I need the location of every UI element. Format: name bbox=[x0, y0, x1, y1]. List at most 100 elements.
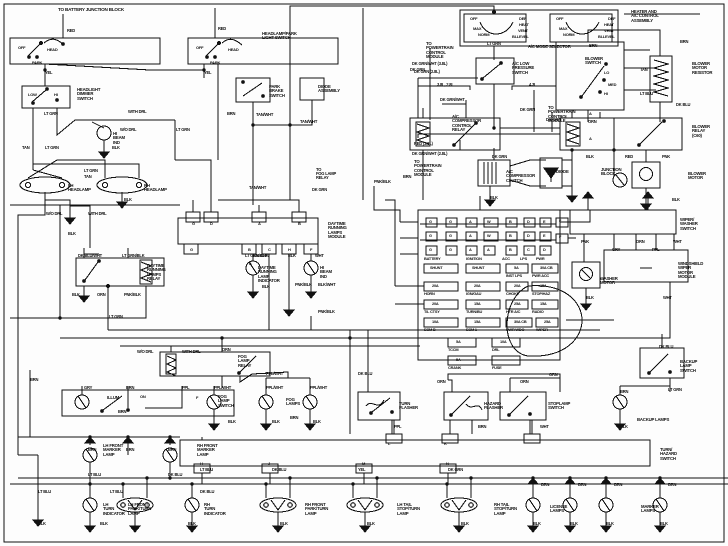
fuse-rating-ecm-1: 15A bbox=[474, 318, 481, 324]
relay-cell-1-1: G bbox=[449, 232, 452, 238]
terminal-g: G bbox=[190, 247, 193, 252]
switch-position-park: PARK bbox=[210, 60, 221, 65]
switch-position-vent: VENT bbox=[518, 28, 528, 33]
wire-label-lt-grn: LT GRN bbox=[668, 387, 682, 392]
junction-dots bbox=[43, 68, 662, 486]
wire-label-brn: BRN bbox=[403, 174, 412, 179]
component-label-a-c-mode-selector: A/C MODE SELECTOR bbox=[528, 44, 571, 49]
fuse-circuit-battery: BATTERY bbox=[424, 256, 441, 261]
component-label-backup-lamp-switch: BACKUP LAMP SWITCH bbox=[680, 359, 698, 373]
switch-position-lo: LO bbox=[604, 70, 610, 75]
component-label-to-powertrain-control-module: TO POWERTRAIN CONTROL MODULE bbox=[548, 105, 576, 124]
fuse-rating-pwr-acc: 30A CB bbox=[540, 264, 553, 270]
fuse-name-wiper: WIPER bbox=[536, 327, 548, 332]
component-label-backup-lamps: BACKUP LAMPS bbox=[637, 417, 670, 422]
wire-label-dk-blu: DK BLU bbox=[659, 344, 674, 349]
component-label-rh-front-park-turn-lamp: RH FRONT PARK/TURN LAMP bbox=[305, 502, 329, 516]
wire-label-lt-blu: LT BLU bbox=[88, 472, 102, 477]
wire-label-dk-grn-wht-2-8l: DK GRN/WHT (2.8L) bbox=[412, 151, 448, 156]
fuse-name-horn: HORN bbox=[424, 291, 435, 296]
wire-label-blk: BLK bbox=[272, 419, 280, 424]
component-label-heater-and-a-c-control-assembly: HEATER AND A/C CONTROL ASSEMBLY bbox=[631, 9, 659, 23]
terminal-c: C bbox=[268, 247, 271, 252]
fuse-name-htr-a-c: HTR A/C bbox=[506, 309, 521, 314]
wire-label-yel: YEL bbox=[204, 70, 212, 75]
wire-label-blk: BLK bbox=[461, 521, 469, 526]
relay-cell-2-1: G bbox=[449, 246, 452, 252]
wire-label-dk-blu: DK BLU bbox=[358, 371, 373, 376]
wire-label-ppl-wht: PPL/WHT bbox=[214, 385, 232, 390]
wire-label-brn: BRN bbox=[620, 389, 629, 394]
wire-label-lt-grn-blk: LT GRN/BLK bbox=[122, 253, 145, 258]
wire-label-blk: BLK bbox=[313, 419, 321, 424]
wire-label-gry: GRY bbox=[612, 247, 621, 252]
fuse-circuit-acc: ACC bbox=[502, 256, 510, 261]
component-label-windshield-wiper-motor-module: WINDSHIELD WIPER MOTOR MODULE bbox=[678, 261, 704, 280]
fuse-circuit-pwr: PWR bbox=[536, 256, 545, 261]
component-label-headlight-dimmer-switch: HEADLIGHT DIMMER SWITCH bbox=[77, 87, 101, 101]
wire-label-ppl: PPL bbox=[182, 385, 190, 390]
fuse-name-ign-gau: IGN/GAU bbox=[466, 291, 482, 296]
relay-cell-2-6: D bbox=[543, 246, 546, 252]
wire-label-blk: BLK bbox=[72, 292, 80, 297]
wire-label-orn: ORN bbox=[520, 379, 529, 384]
component-label-a-c-compressor-clutch: A/C COMPRESSOR CLUTCH bbox=[506, 169, 536, 183]
wire-label-pnk-blk: PNK/BLK bbox=[295, 282, 312, 287]
relay-cell-0-6: E bbox=[543, 218, 546, 224]
wire-label-blk: BLK bbox=[288, 253, 296, 258]
relay-cell-0-0: G bbox=[429, 218, 432, 224]
wire-label-blk: BLK bbox=[124, 197, 132, 202]
wire-label-red: RED bbox=[218, 26, 227, 31]
wire-label-blk: BLK bbox=[570, 521, 578, 526]
switch-position-hi: HI bbox=[604, 91, 608, 96]
wire-label-tan-wht: TAN/WHT bbox=[249, 185, 267, 190]
wire-label-orn: ORN bbox=[222, 347, 231, 352]
component-label-a-c-compressor-control-relay: A/C COMPRESSOR CONTROL RELAY bbox=[452, 114, 482, 133]
switch-position-med: MED bbox=[608, 82, 617, 87]
wire-label-orn: ORN bbox=[549, 372, 558, 377]
wire-label-lt-grn: LT GRN bbox=[487, 41, 501, 46]
fuse-name-inst-lps: INST LPS bbox=[506, 273, 522, 278]
component-label-to-powertrain-control-module: TO POWERTRAIN CONTROL MODULE bbox=[414, 159, 442, 178]
component-label-diode-assembly: DIODE ASSEMBLY bbox=[318, 84, 340, 94]
fuse-rating-turn-bu: 15A bbox=[474, 300, 481, 306]
wire-label-dk-grn: DK GRN bbox=[448, 467, 463, 472]
wire-label-lt-blu: LT BLU bbox=[200, 467, 214, 472]
wire-label-blk: BLK bbox=[606, 521, 614, 526]
fuse-rating-pwr-wdo: 30A CB bbox=[514, 318, 527, 324]
fuse-name-turn-bu: TURN/BU bbox=[466, 309, 483, 314]
component-label-hazard-flasher: HAZARD FLASHER bbox=[484, 401, 503, 411]
relay-cell-0-4: B bbox=[509, 218, 512, 224]
relay-cell-0-5: D bbox=[527, 218, 530, 224]
component-label-rh-turn-indicator: RH TURN INDICATOR bbox=[204, 502, 226, 516]
fuse-rating-horn: 20A bbox=[432, 282, 439, 288]
relay-cell-1-3: W bbox=[487, 232, 491, 238]
switch-position-off: OFF bbox=[556, 16, 564, 21]
wire-label-dk-grn: DK GRN bbox=[312, 187, 327, 192]
switch-position-on: ON bbox=[140, 394, 146, 399]
wire-label-brn: BRN bbox=[680, 39, 689, 44]
shunt-0: SHUNT bbox=[430, 264, 443, 270]
fuse-name-drl: DRL bbox=[492, 347, 500, 352]
component-label-diode: DIODE bbox=[556, 169, 569, 174]
switch-position-head: HEAD bbox=[228, 47, 239, 52]
wire-label-tan: TAN bbox=[84, 174, 92, 179]
component-label-stoplamp-switch: STOPLAMP SWITCH bbox=[548, 401, 571, 411]
wire-label-yel: YEL bbox=[45, 70, 53, 75]
wire-label-ppl-wht: PPL/WHT bbox=[266, 385, 284, 390]
wire-label-blk: BLK bbox=[586, 295, 594, 300]
switch-position-norm: NORM bbox=[563, 32, 575, 37]
fuse-circuit-ignition: IGNITION bbox=[466, 256, 482, 261]
wire-label-dk-grn: DK GRN bbox=[520, 107, 535, 112]
fuse-rating-inst-lps: 5A bbox=[514, 264, 519, 270]
wire-label-blk: BLK bbox=[100, 521, 108, 526]
wire-label-lt-blu: LT BLU bbox=[110, 489, 124, 494]
wire-label-red: RED bbox=[67, 28, 76, 33]
component-label-turn-flasher: TURN FLASHER bbox=[399, 401, 418, 411]
wire-label-blk: BLK bbox=[38, 521, 46, 526]
relay-cell-1-0: G bbox=[429, 232, 432, 238]
wire-label-dk-blu: DK BLU bbox=[168, 472, 183, 477]
component-label-headlamp-park-light-switch: HEADLAMP/PARK LIGHT SWITCH bbox=[262, 31, 297, 41]
fuse-rating-t-l-ctsy: 20A bbox=[432, 300, 439, 306]
wire-label-blk: BLK bbox=[367, 521, 375, 526]
